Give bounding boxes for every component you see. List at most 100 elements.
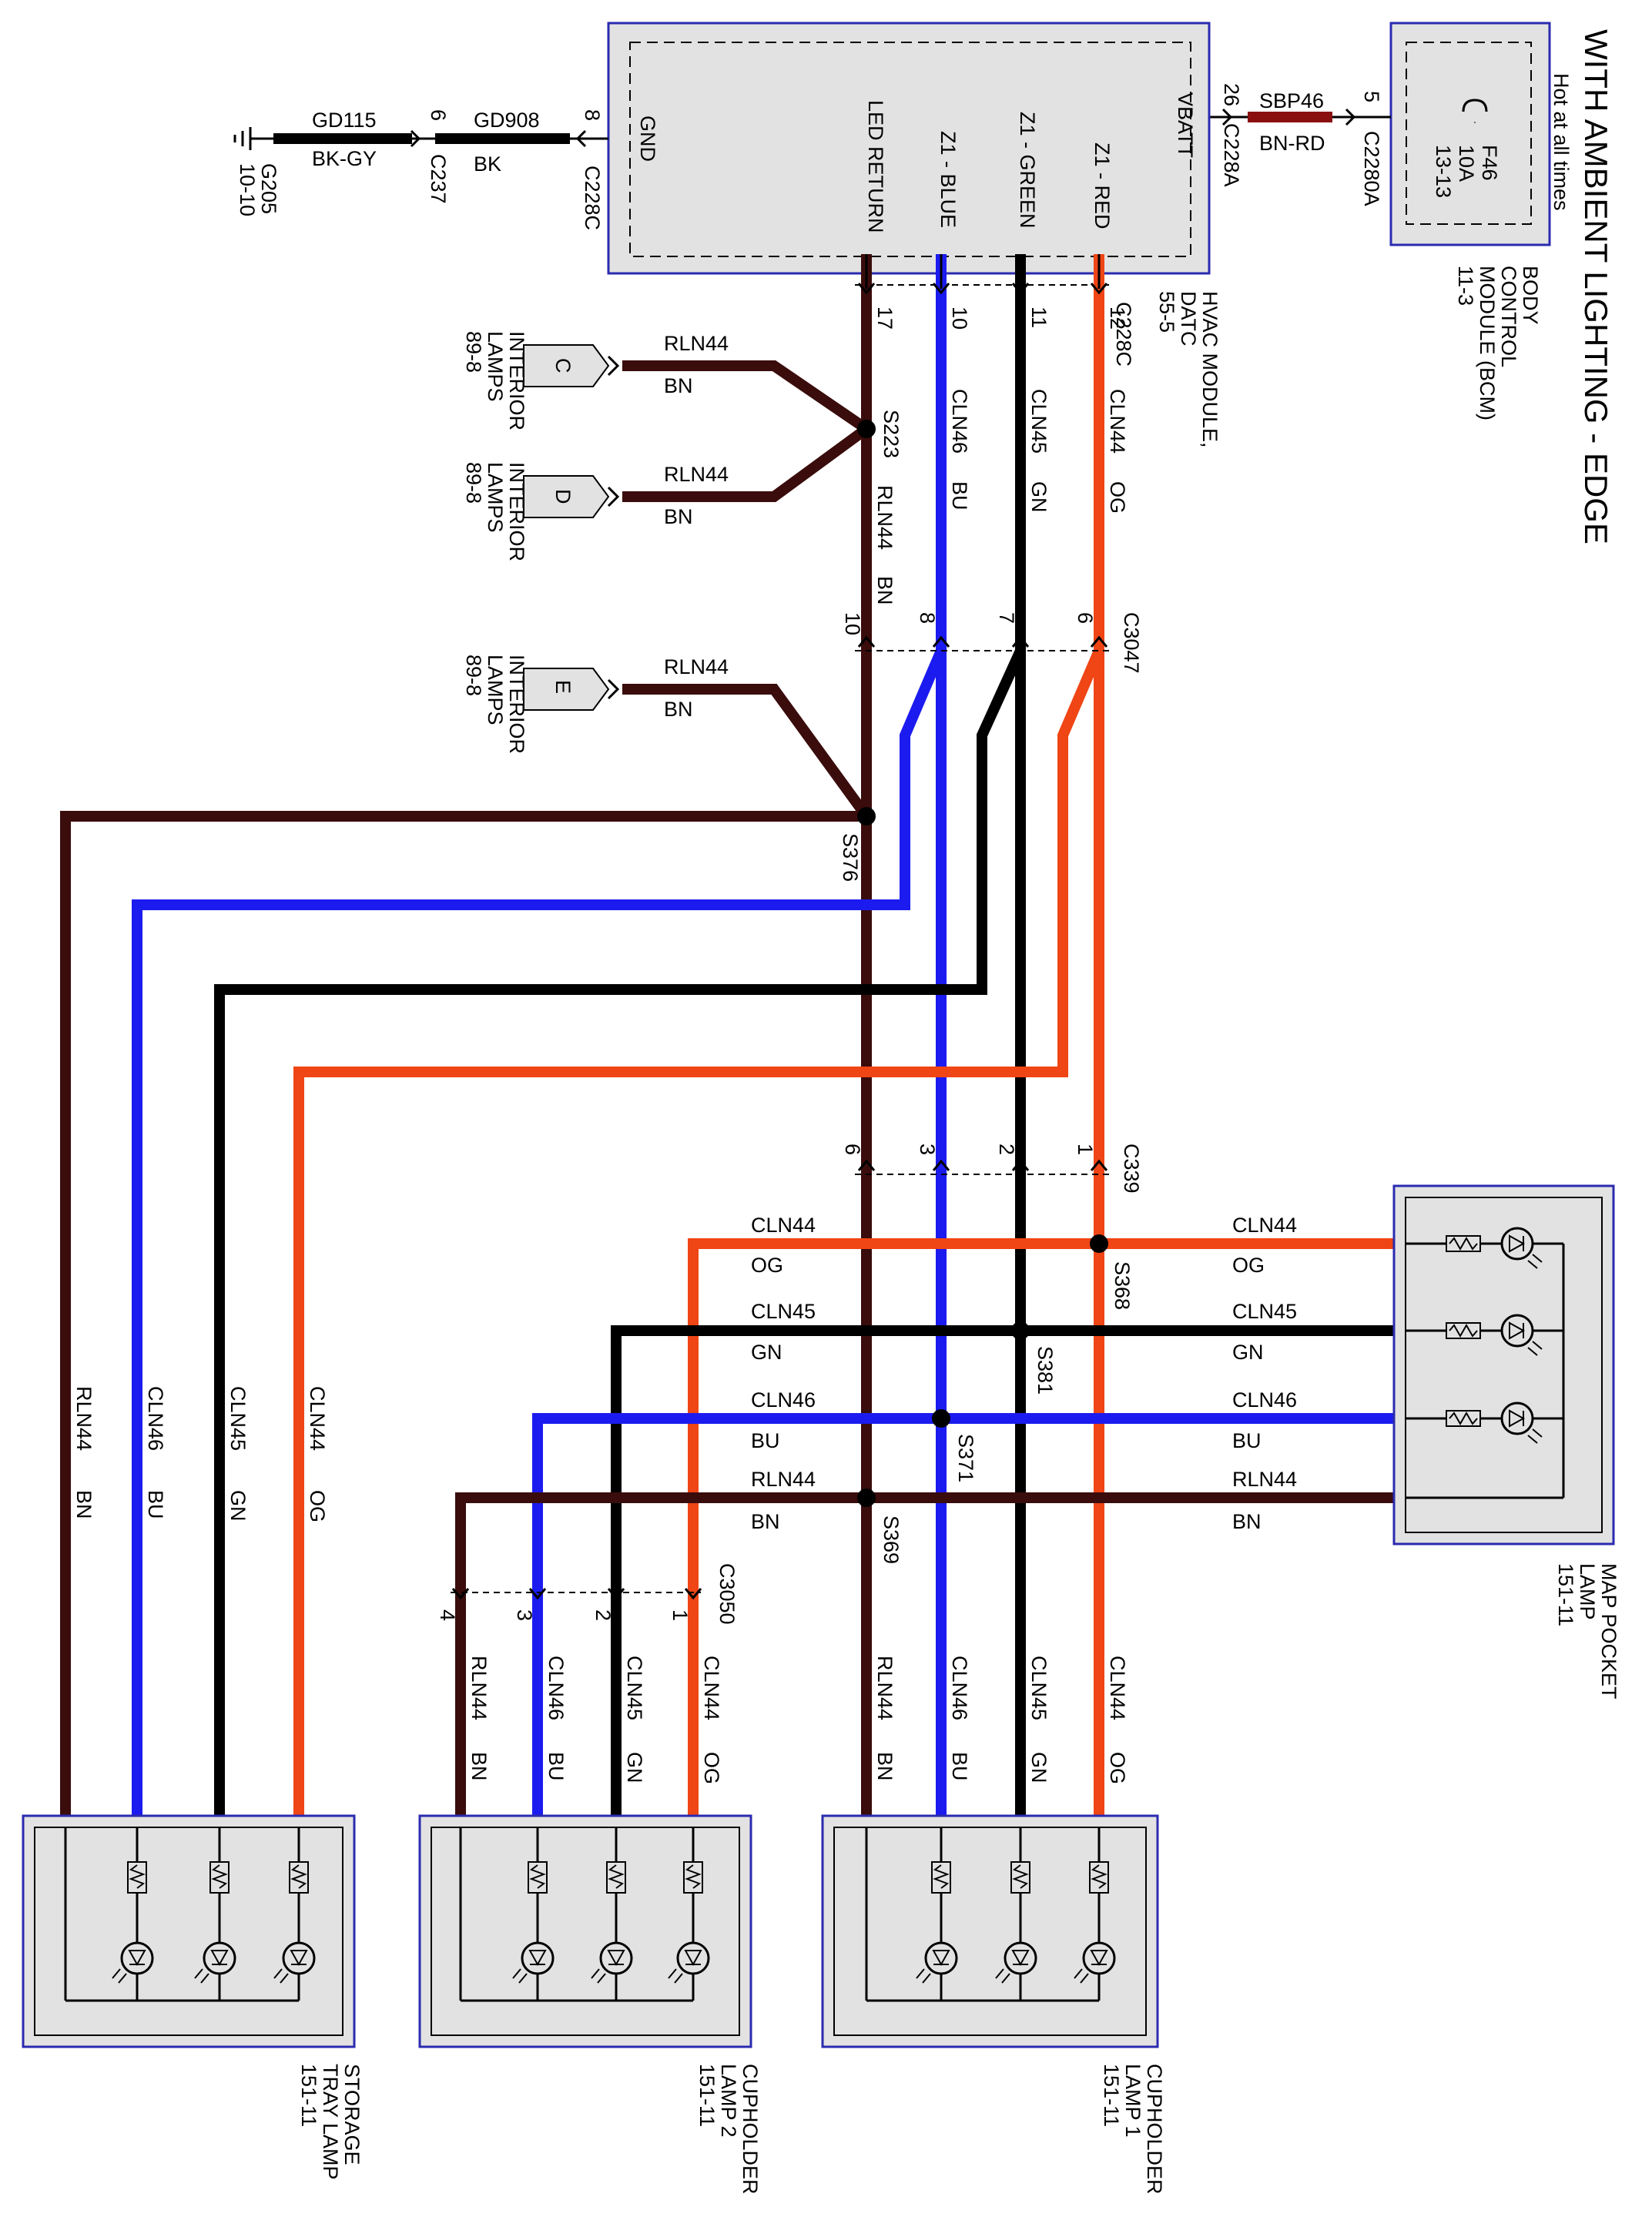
- c3050-pin-3: 3: [513, 1609, 536, 1621]
- storage-rln44: RLN44: [72, 1386, 96, 1451]
- hvac-pin-z1-red: Z1 - RED: [1091, 142, 1114, 229]
- upper-cln45-label: CLN45: [1027, 389, 1051, 454]
- bcm-module: F46 10A 13-13 BODY CONTROL MODULE (BCM) …: [1360, 22, 1551, 420]
- wire-bundle: [60, 254, 1394, 1825]
- map-right-cln44: CLN44: [1232, 1214, 1297, 1237]
- interior-e-line2: LAMPS: [484, 655, 507, 725]
- interior-e-circuit: RLN44: [664, 655, 729, 678]
- map-pocket-name-1: MAP POCKET: [1597, 1563, 1620, 1700]
- storage-name-1: STORAGE: [340, 2064, 364, 2165]
- interior-d-line2: LAMPS: [484, 462, 507, 533]
- c3050-pin-1: 1: [669, 1609, 692, 1621]
- storage-bn: BN: [72, 1490, 96, 1519]
- connector-arrow-icon: [1011, 283, 1030, 295]
- connector-arrow-icon: [1090, 1159, 1108, 1171]
- hvac-gnd-pin: 8: [581, 109, 604, 121]
- map-left-gn: GN: [751, 1341, 782, 1364]
- hvac-vbatt-connector: C228A: [1220, 123, 1243, 187]
- cup1-cln44: CLN44: [1106, 1656, 1129, 1720]
- map-left-cln45: CLN45: [751, 1300, 816, 1323]
- map-right-rln44: RLN44: [1232, 1468, 1297, 1491]
- cup2-cln45: CLN45: [623, 1656, 646, 1720]
- interior-lamp-d: D INTERIOR LAMPS 89-8 RLN44 BN: [462, 462, 729, 561]
- hvac-name-2: DATC: [1177, 291, 1200, 347]
- connector-arrow-icon: [607, 1588, 625, 1600]
- cupholder-1-led-group: [865, 1827, 1116, 2002]
- connector-arrow-icon: [1011, 635, 1030, 648]
- wire-cln44-map: [688, 1238, 1394, 1825]
- connector-arrow-icon: [1090, 635, 1108, 648]
- connector-arrow-icon: [857, 635, 876, 648]
- bcm-connector: C2280A: [1360, 131, 1383, 206]
- feed-color: BN-RD: [1259, 132, 1325, 155]
- connector-arrow-icon: [575, 129, 587, 148]
- splice-label-s381: S381: [1034, 1346, 1057, 1395]
- cup2-gn: GN: [623, 1752, 646, 1783]
- hvac-pin-num-11: 11: [1027, 306, 1051, 328]
- wire-rln44-map: [455, 1492, 1394, 1825]
- splice-label-s371: S371: [954, 1434, 977, 1482]
- cup1-name-1: CUPHOLDER: [1143, 2064, 1166, 2195]
- map-right-cln45: CLN45: [1232, 1300, 1297, 1323]
- gnd-wire2-color: BK: [474, 152, 501, 176]
- splice-label-s368: S368: [1111, 1261, 1134, 1310]
- feed-circuit: SBP46: [1259, 89, 1324, 112]
- connector-arrows: [451, 283, 1108, 1600]
- cup2-cln44: CLN44: [700, 1656, 723, 1720]
- connector-arrow-icon: [410, 129, 421, 148]
- map-left-og: OG: [751, 1254, 783, 1277]
- connector-arrow-icon: [607, 486, 620, 507]
- cupholder-2-led-group: [459, 1827, 710, 2002]
- c339-pin-1: 1: [1074, 1144, 1097, 1155]
- interior-d-color: BN: [664, 505, 693, 528]
- map-right-og: OG: [1232, 1254, 1265, 1277]
- g205-ref: 10-10: [236, 163, 259, 216]
- storage-gn: GN: [226, 1490, 250, 1522]
- splice-label-s223: S223: [880, 410, 903, 458]
- wire-cln45-storage: [214, 648, 1026, 1825]
- c339-pin-3: 3: [916, 1144, 939, 1155]
- bcm-pin: 5: [1360, 91, 1383, 102]
- interior-d-circuit: RLN44: [664, 463, 729, 486]
- hvac-pin-gnd: GND: [636, 116, 659, 162]
- interior-c-color: BN: [664, 374, 693, 397]
- cup1-name-2: LAMP 1: [1121, 2064, 1144, 2138]
- cup1-bn: BN: [873, 1752, 896, 1781]
- splice-s371: [932, 1409, 950, 1428]
- upper-cln44-color: OG: [1106, 481, 1129, 514]
- connector-arrow-icon: [857, 1159, 876, 1171]
- interior-e-line3: 89-8: [462, 655, 485, 696]
- c3050-pin-4: 4: [436, 1609, 459, 1621]
- map-left-cln44: CLN44: [751, 1214, 816, 1237]
- upper-cln45-color: GN: [1027, 481, 1051, 513]
- splice-s368: [1090, 1234, 1108, 1253]
- storage-tray-led-group: [64, 1827, 316, 2002]
- connector-arrow-icon: [932, 635, 950, 648]
- hot-at-all-times-label: Hot at all times: [1550, 73, 1573, 211]
- wire-cln45-map: [611, 1325, 1394, 1825]
- cup1-bu: BU: [948, 1752, 971, 1781]
- map-right-bn: BN: [1232, 1510, 1262, 1533]
- upper-rln44-label: RLN44: [873, 485, 896, 550]
- c3047-pin-6: 6: [1074, 612, 1097, 624]
- hvac-gnd-connector: C228C: [581, 166, 604, 230]
- cup1-rln44: RLN44: [873, 1656, 896, 1720]
- storage-og: OG: [306, 1490, 329, 1522]
- hvac-pin-vbatt: VBATT: [1174, 92, 1197, 158]
- c3047-label: C3047: [1120, 612, 1143, 674]
- c3047-pin-7: 7: [995, 612, 1018, 624]
- wire-cln46-map: [532, 1413, 1394, 1825]
- interior-e-letter: E: [551, 680, 575, 694]
- storage-name-2: TRAY LAMP: [319, 2064, 342, 2180]
- hvac-vbatt-pin: 26: [1220, 83, 1243, 106]
- connector-arrow-icon: [528, 1588, 547, 1600]
- fuse-ref: 13-13: [1432, 145, 1455, 198]
- map-right-gn: GN: [1232, 1341, 1264, 1364]
- storage-bu: BU: [144, 1490, 167, 1519]
- interior-e-line1: INTERIOR: [505, 655, 528, 754]
- cup2-bu: BU: [545, 1752, 568, 1781]
- fuse-name: F46: [1478, 145, 1501, 181]
- cup2-name-1: CUPHOLDER: [739, 2064, 762, 2195]
- hvac-pin-num-17: 17: [873, 306, 896, 330]
